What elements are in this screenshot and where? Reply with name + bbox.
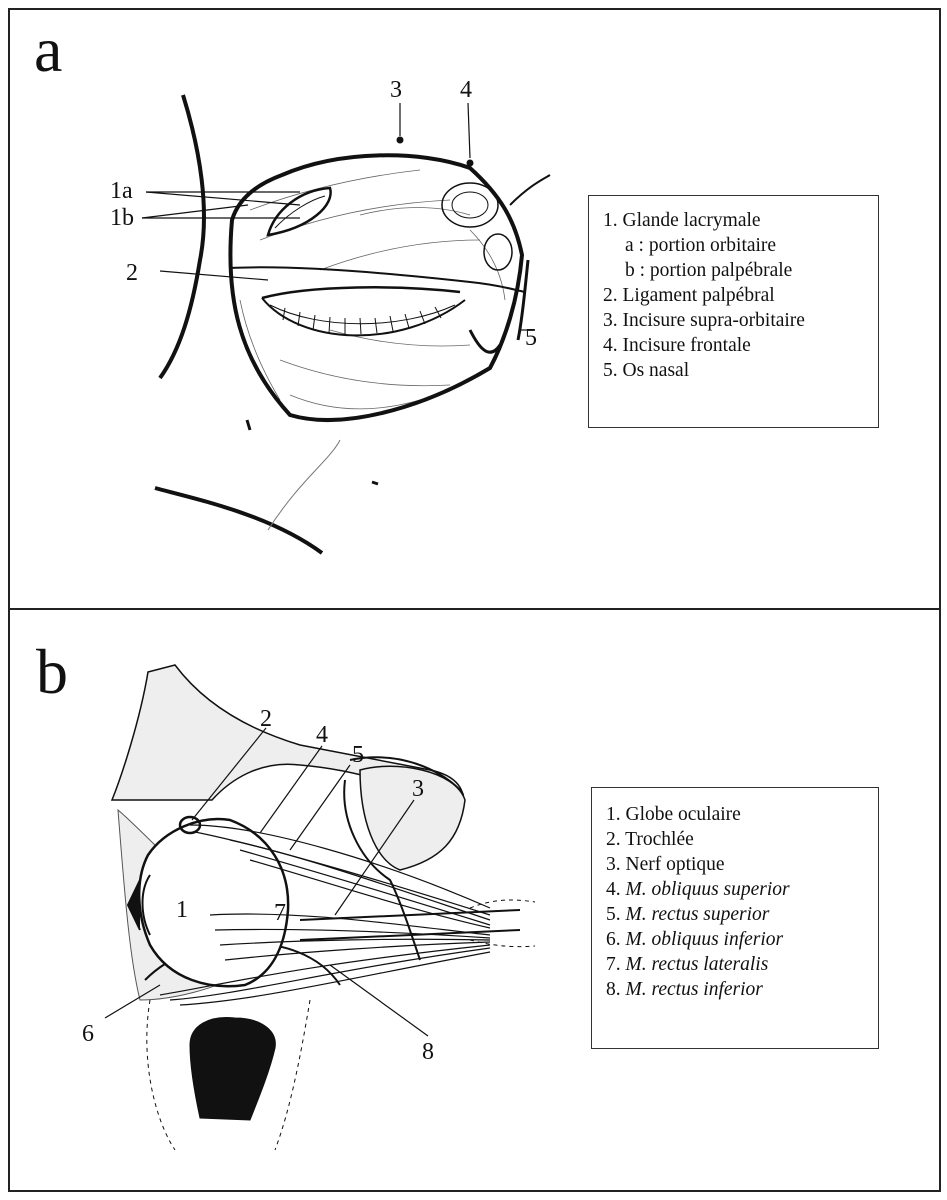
legend-b-item: 4. M. obliquus superior: [606, 877, 866, 902]
legend-b-item: 6. M. obliquus inferior: [606, 927, 866, 952]
callout-a-5: 5: [525, 325, 537, 351]
legend-a-item: 2. Ligament palpébral: [603, 283, 866, 308]
legend-b-item: 2. Trochlée: [606, 827, 866, 852]
callout-a-2: 2: [126, 260, 138, 286]
legend-b-item: 3. Nerf optique: [606, 852, 866, 877]
callout-b-5: 5: [352, 742, 364, 768]
panel-a-legend: 1. Glande lacrymale a : portion orbitair…: [588, 195, 879, 428]
legend-a-item: 1. Glande lacrymale: [603, 208, 866, 233]
legend-b-item: 1. Globe oculaire: [606, 802, 866, 827]
callout-b-6: 6: [82, 1021, 94, 1047]
legend-a-item: b : portion palpébrale: [603, 258, 866, 283]
legend-a-item: 5. Os nasal: [603, 358, 866, 383]
legend-b-item: 5. M. rectus superior: [606, 902, 866, 927]
callout-a-1a: 1a: [110, 178, 133, 204]
callout-b-4: 4: [316, 722, 328, 748]
legend-b-item: 7. M. rectus lateralis: [606, 952, 866, 977]
callout-b-7: 7: [274, 900, 286, 926]
callout-b-2: 2: [260, 706, 272, 732]
legend-b-item: 8. M. rectus inferior: [606, 977, 866, 1002]
legend-a-item: 4. Incisure frontale: [603, 333, 866, 358]
callout-b-1: 1: [176, 897, 188, 923]
callout-b-8: 8: [422, 1039, 434, 1065]
callout-a-1b: 1b: [110, 205, 134, 231]
callout-a-3: 3: [390, 77, 402, 103]
callout-a-4: 4: [460, 77, 472, 103]
legend-a-item: 3. Incisure supra-orbitaire: [603, 308, 866, 333]
legend-a-item: a : portion orbitaire: [603, 233, 866, 258]
callout-b-3: 3: [412, 776, 424, 802]
panel-b-legend: 1. Globe oculaire 2. Trochlée 3. Nerf op…: [591, 787, 879, 1049]
panel-a-drawing: [142, 95, 550, 553]
